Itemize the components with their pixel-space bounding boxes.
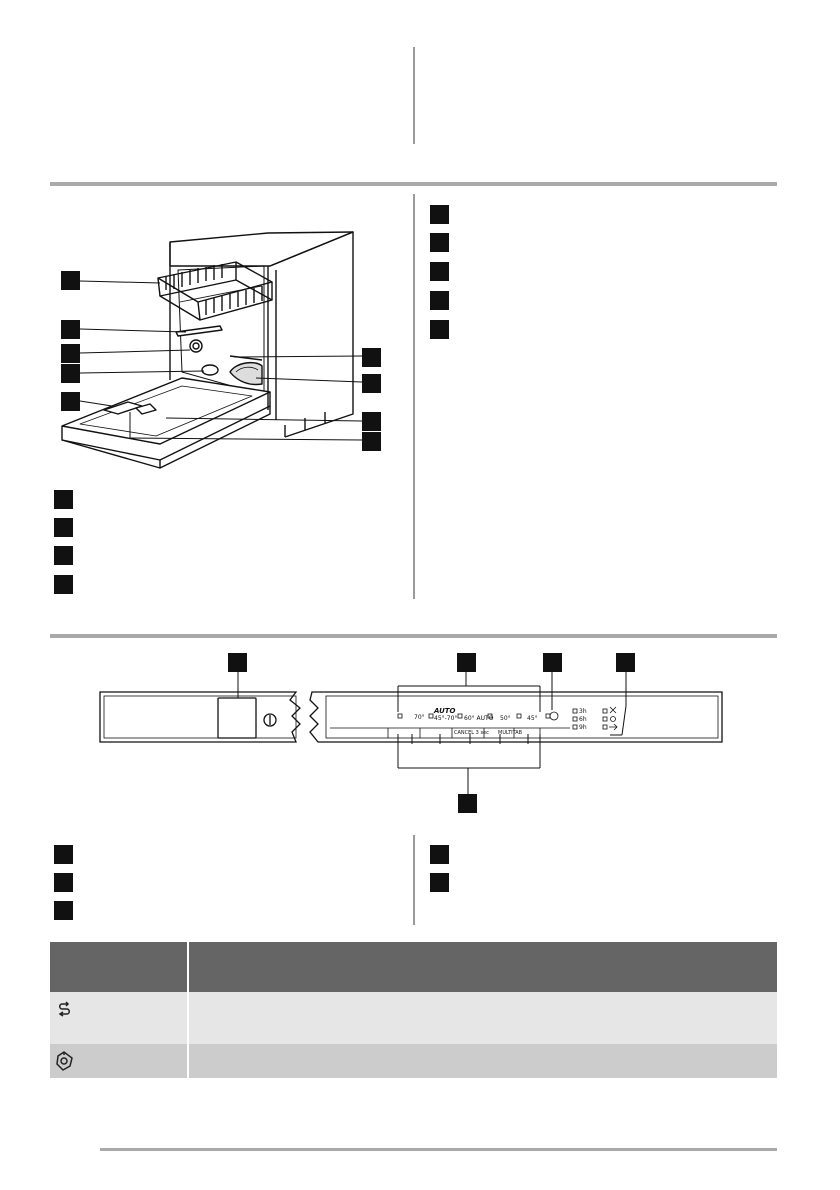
program-label-45-70: 45°-70° (434, 715, 457, 722)
table-header-indicator (50, 942, 189, 992)
callout-1 (61, 271, 80, 290)
indicator-table (50, 942, 777, 1078)
callout-4 (61, 364, 80, 383)
panel-callout-1 (228, 653, 247, 672)
rinse-aid-icon (58, 1001, 70, 1017)
callout-9 (362, 432, 381, 451)
button-label-multitab: MULTITAB (498, 730, 523, 736)
table-row (50, 1044, 777, 1078)
program-label-45: 45° (527, 715, 538, 722)
top-column-divider (413, 47, 415, 144)
legend-marker-5 (430, 205, 449, 224)
program-label-50: 50° (500, 715, 511, 722)
legend-marker-7 (430, 262, 449, 281)
legend-marker-2 (54, 518, 73, 537)
panel-column-divider (413, 835, 415, 925)
dishwasher-illustration (61, 231, 363, 469)
panel-legend-marker-3 (54, 901, 73, 920)
callout-5 (61, 392, 80, 411)
legend-marker-1 (54, 490, 73, 509)
button-label-cancel: CANCEL 3 sec (454, 730, 489, 736)
table-header-description (188, 942, 777, 992)
panel-legend-marker-5 (430, 873, 449, 892)
panel-callout-4 (616, 653, 635, 672)
callout-3 (61, 344, 80, 363)
legend-marker-6 (430, 233, 449, 252)
program-label-auto: AUTO (433, 707, 456, 715)
delay-label-6h: 6h (579, 716, 587, 723)
control-panel-illustration: 70° AUTO 45°-70° 60° AUTO 50° 45° CANCEL… (99, 670, 723, 794)
footer-rule (100, 1148, 777, 1151)
callout-8 (362, 412, 381, 431)
panel-legend-marker-1 (54, 845, 73, 864)
panel-callout-3 (543, 653, 562, 672)
legend-marker-8 (430, 291, 449, 310)
salt-icon (56, 1050, 73, 1071)
panel-legend-marker-4 (430, 845, 449, 864)
panel-legend-marker-2 (54, 873, 73, 892)
legend-marker-4 (54, 575, 73, 594)
delay-label-3h: 3h (579, 708, 587, 715)
section-rule-product-description (50, 182, 777, 186)
delay-label-9h: 9h (579, 724, 587, 731)
panel-callout-2 (457, 653, 476, 672)
callout-6 (362, 348, 381, 367)
callout-7 (362, 374, 381, 393)
panel-callout-5 (458, 794, 477, 813)
rinse-aid-description (188, 992, 777, 1044)
callout-2 (61, 320, 80, 339)
legend-marker-9 (430, 320, 449, 339)
section-rule-control-panel (50, 634, 777, 638)
legend-marker-3 (54, 546, 73, 565)
product-column-divider (413, 194, 415, 599)
program-label-70: 70° (414, 714, 425, 721)
program-label-60-auto: 60° AUTO (464, 715, 494, 722)
salt-description (188, 1044, 777, 1078)
table-row (50, 992, 777, 1044)
indicator-table-header (50, 942, 777, 992)
